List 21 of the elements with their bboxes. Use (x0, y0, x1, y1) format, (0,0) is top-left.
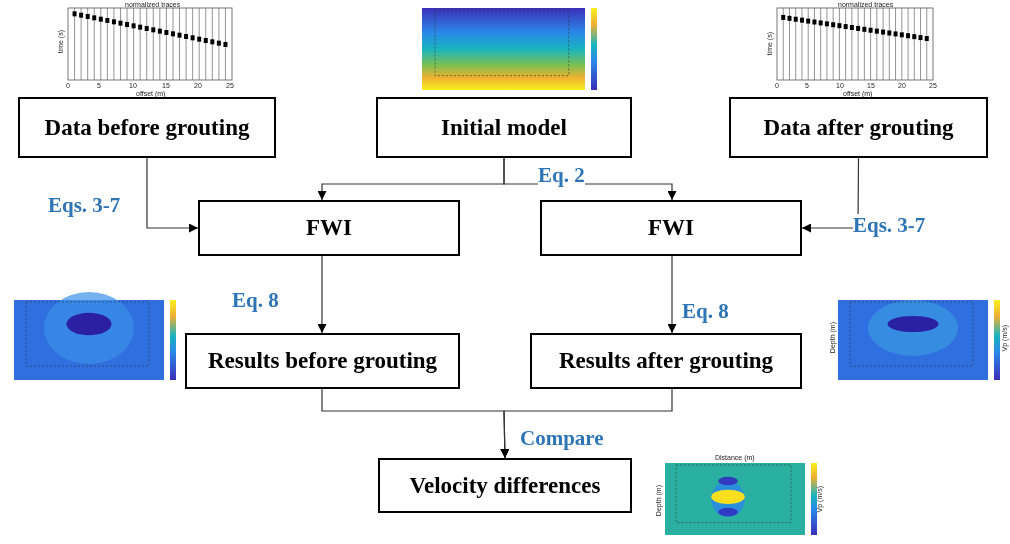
process-box (376, 97, 632, 158)
box-label: Initial model (441, 114, 567, 141)
box-label: FWI (306, 215, 352, 241)
arrow (146, 157, 199, 233)
box-label: Results after grouting (558, 348, 774, 374)
process-box (540, 200, 802, 256)
process-box (729, 97, 988, 158)
arrow (500, 388, 673, 459)
process-box (530, 333, 802, 389)
process-box (18, 97, 276, 158)
process-box (198, 200, 460, 256)
box-label: Velocity differences (409, 472, 601, 499)
process-box (378, 458, 632, 513)
edge-label: Eqs. 3-7 (853, 214, 926, 238)
arrow (667, 255, 677, 334)
arrow (317, 255, 327, 334)
process-box (185, 333, 460, 389)
box-label: FWI (648, 215, 694, 241)
box-label: Data after grouting (763, 114, 954, 141)
box-label: Results before grouting (207, 348, 438, 374)
box-label: Data before grouting (44, 114, 250, 141)
